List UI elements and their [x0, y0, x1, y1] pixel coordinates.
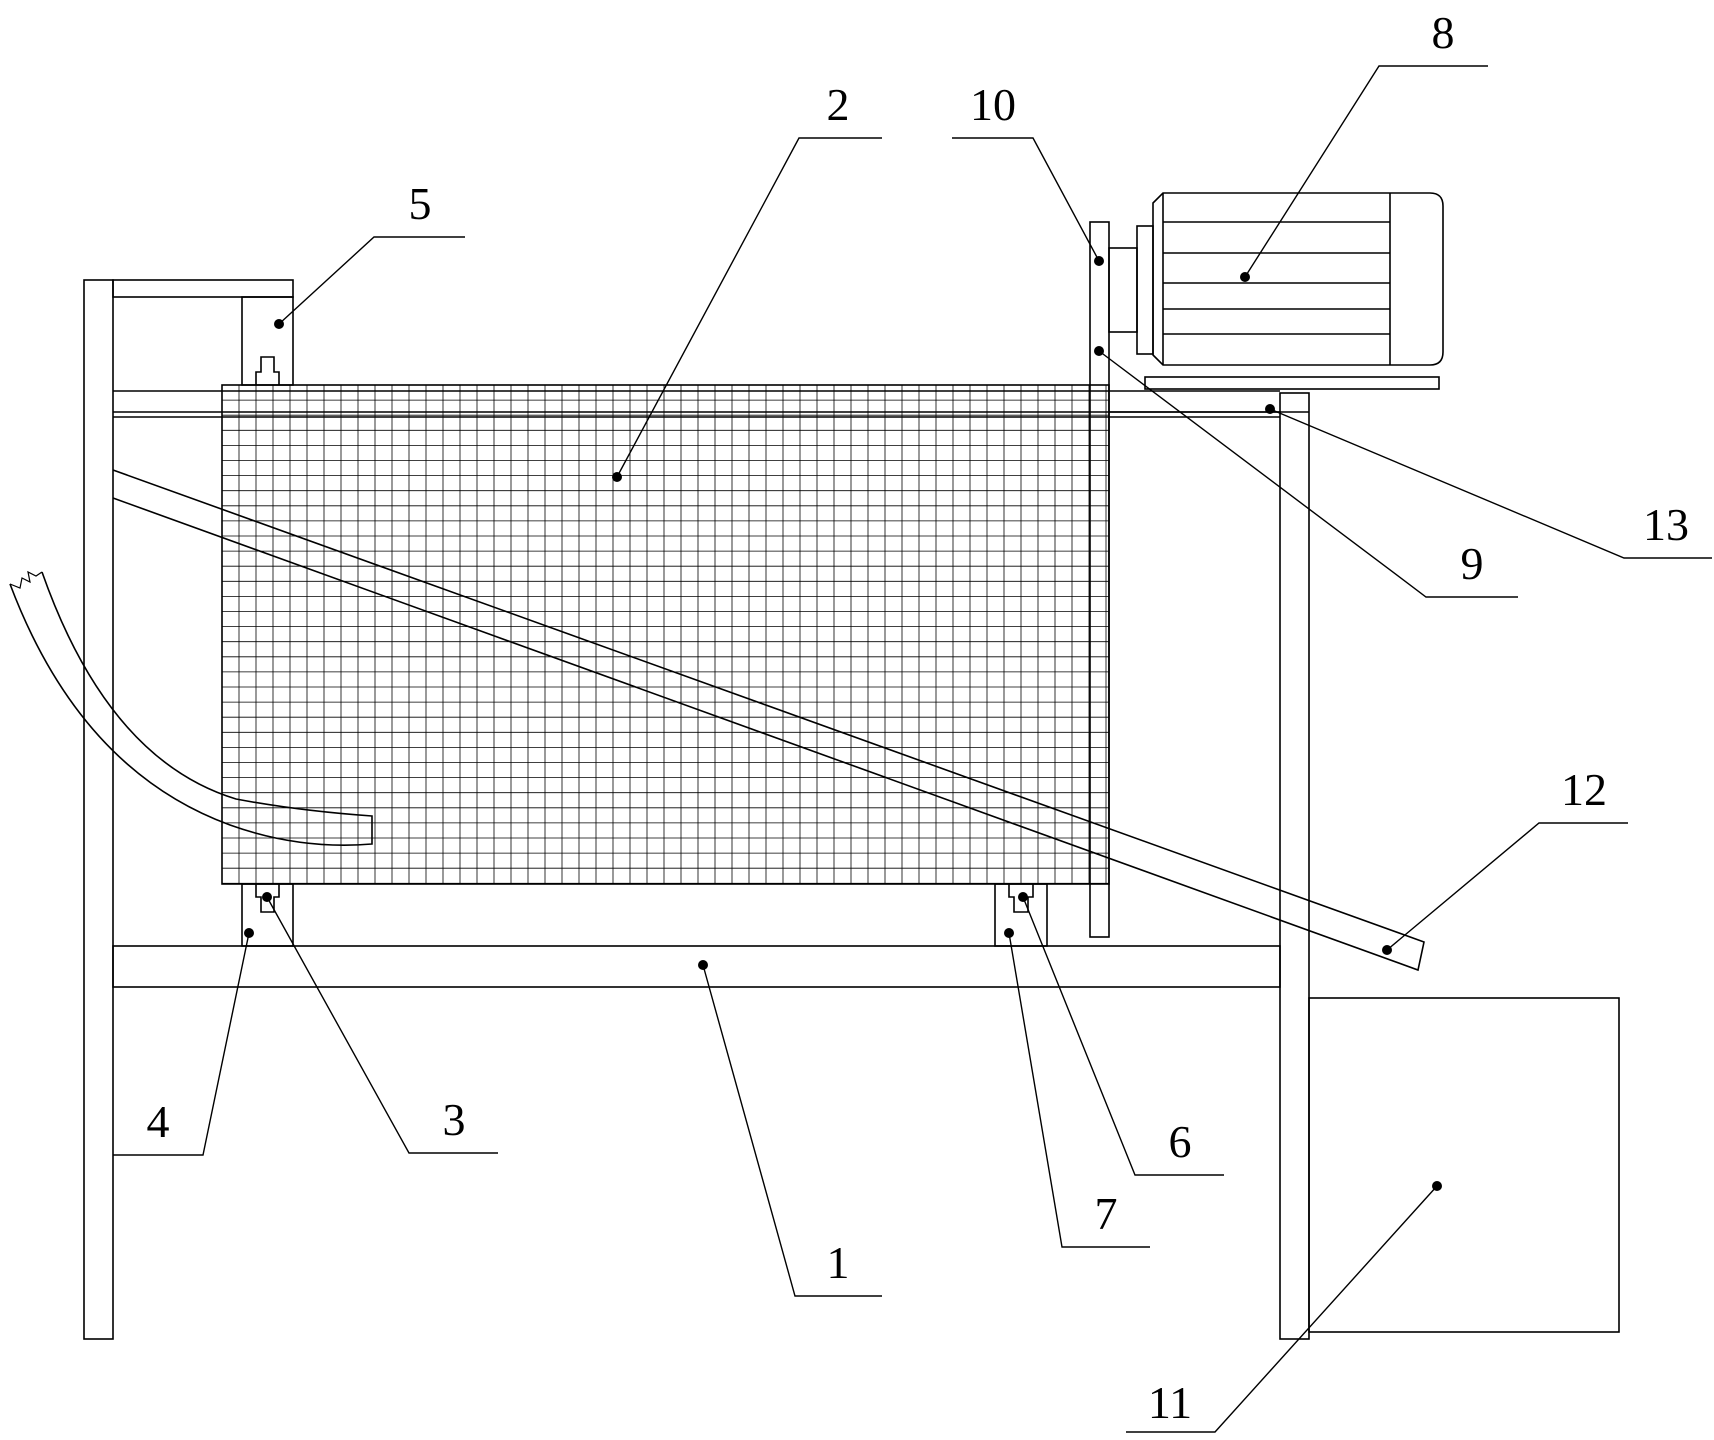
- label-4-dot: [244, 928, 254, 938]
- top-bearing-notch: [255, 356, 280, 385]
- label-10: 10: [970, 79, 1016, 130]
- label-5-dot: [274, 319, 284, 329]
- label-1-leader: [702, 964, 882, 1297]
- motor-base-plate: [1144, 376, 1440, 390]
- left-frame-post: [83, 279, 114, 1340]
- mesh-drum: [221, 384, 1110, 885]
- right-frame-post: [1279, 392, 1310, 1340]
- label-9-leader: [1098, 350, 1518, 598]
- motor-flange: [1136, 225, 1154, 355]
- label-5: 5: [409, 178, 432, 229]
- label-3: 3: [443, 1094, 466, 1145]
- label-9-dot: [1094, 346, 1104, 356]
- label-8-dot: [1240, 272, 1250, 282]
- base-beam: [112, 945, 1281, 988]
- label-2-dot: [612, 472, 622, 482]
- receiving-box: [1308, 997, 1620, 1333]
- motor-body: [1152, 192, 1444, 366]
- label-4: 4: [147, 1096, 170, 1147]
- top-bearing-housing: [241, 296, 294, 386]
- label-7-leader: [1008, 932, 1150, 1248]
- motor-coupling: [1108, 247, 1138, 333]
- label-1-dot: [698, 960, 708, 970]
- feed-chute: [9, 571, 373, 846]
- label-11-leader: [1126, 1185, 1438, 1433]
- label-3-leader: [266, 896, 498, 1154]
- label-7-dot: [1004, 928, 1014, 938]
- label-6: 6: [1169, 1116, 1192, 1167]
- label-5-leader: [278, 236, 465, 325]
- label-2: 2: [827, 79, 850, 130]
- label-13-dot: [1265, 404, 1275, 414]
- label-10-dot: [1094, 256, 1104, 266]
- label-13: 13: [1643, 499, 1689, 550]
- label-9: 9: [1461, 538, 1484, 589]
- label-1: 1: [827, 1237, 850, 1288]
- top-bracket-arm: [112, 279, 294, 298]
- label-6-leader: [1022, 896, 1224, 1176]
- label-11-dot: [1432, 1181, 1442, 1191]
- mesh-grid: [222, 385, 1109, 884]
- label-3-dot: [262, 892, 272, 902]
- label-13-leader: [1269, 408, 1712, 559]
- label-12-leader: [1386, 822, 1628, 951]
- drive-gear: [1089, 221, 1110, 938]
- label-4-leader: [113, 932, 250, 1156]
- label-8-leader: [1244, 65, 1488, 278]
- discharge-chute: [112, 469, 1425, 972]
- label-10-leader: [952, 137, 1100, 262]
- label-11: 11: [1148, 1377, 1192, 1428]
- label-2-leader: [616, 137, 882, 478]
- label-6-dot: [1018, 892, 1028, 902]
- label-12-dot: [1382, 945, 1392, 955]
- label-7: 7: [1095, 1188, 1118, 1239]
- label-8: 8: [1432, 7, 1455, 58]
- label-12: 12: [1561, 764, 1607, 815]
